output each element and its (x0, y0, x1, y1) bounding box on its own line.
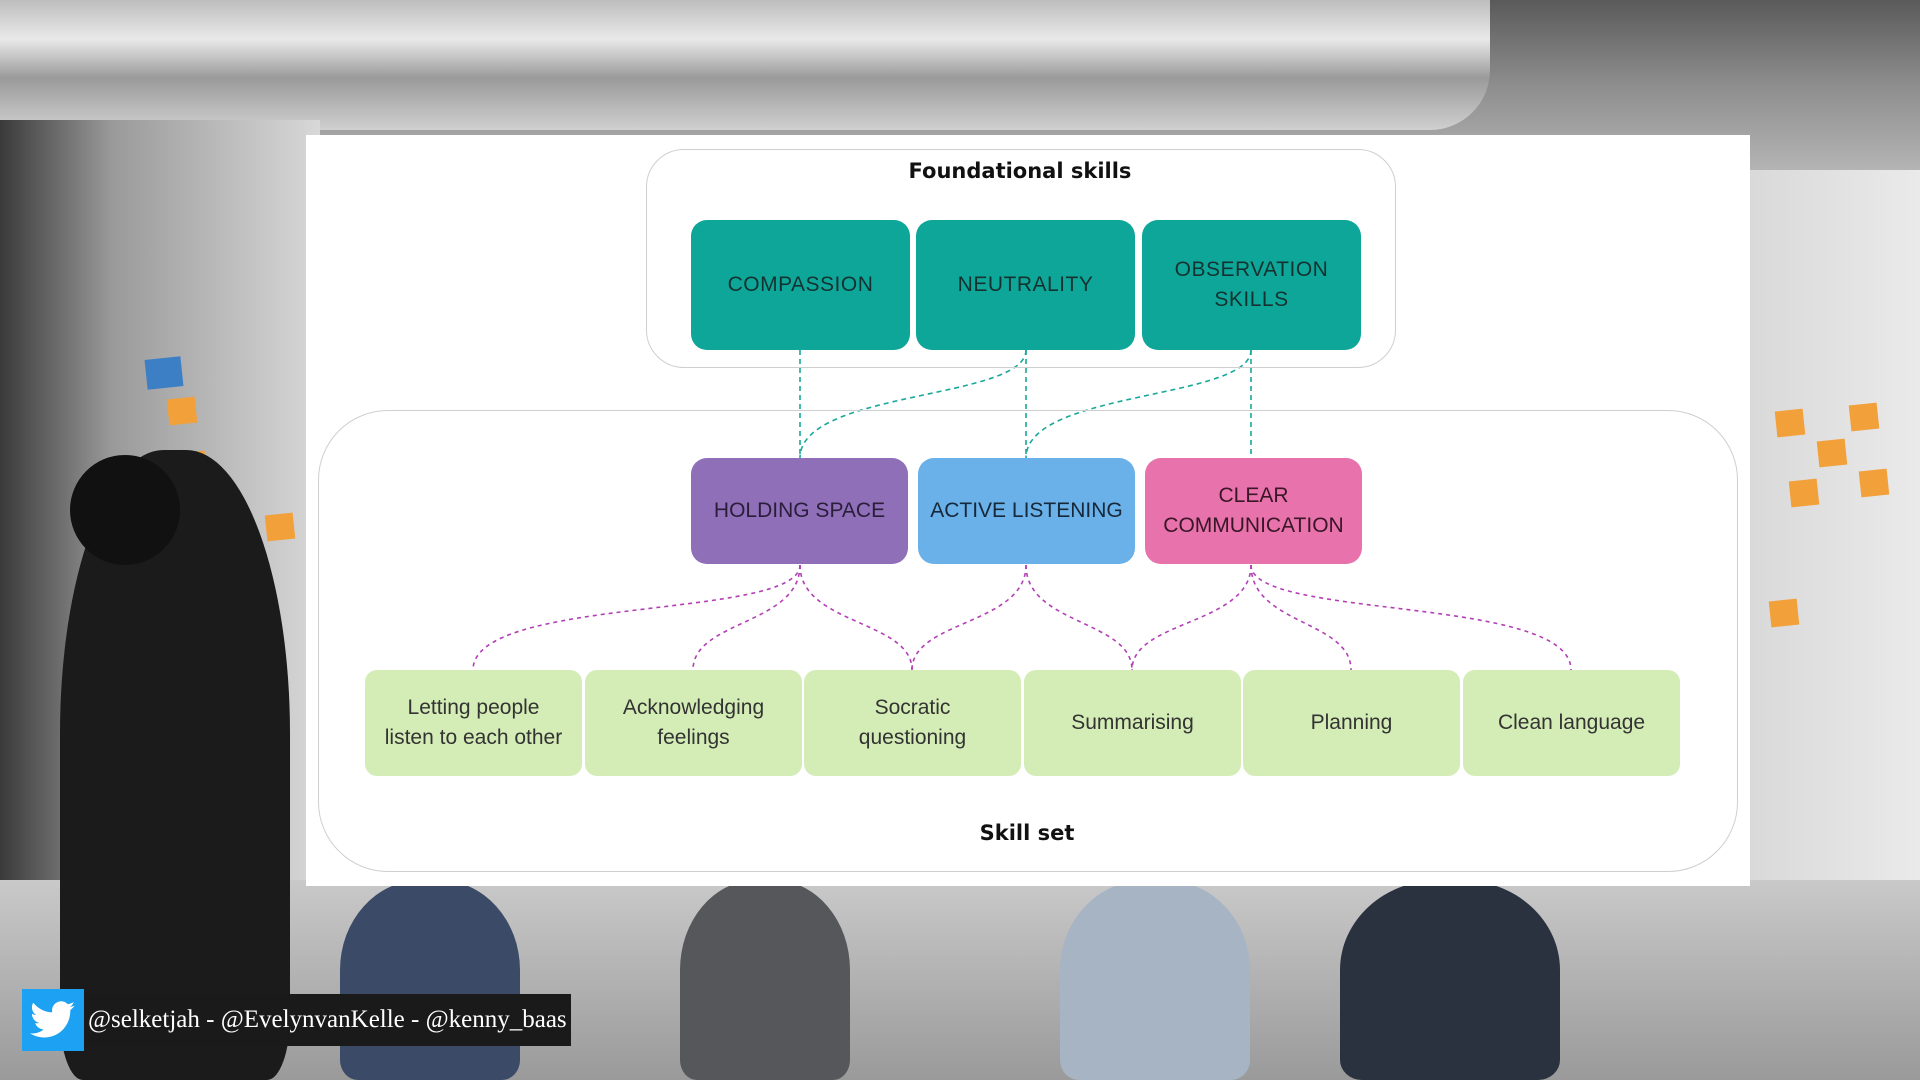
sticky-note (1788, 478, 1820, 508)
connector-communication-clean (1250, 564, 1572, 671)
sticky-note (1774, 408, 1806, 438)
sticky-note (1768, 598, 1800, 628)
skill-label: Clean language (1497, 711, 1646, 734)
twitter-footer: @selketjah - @EvelynvanKelle - @kenny_ba… (0, 989, 571, 1051)
connector-listening-socratic (911, 564, 1027, 671)
sticky-note (1848, 402, 1880, 432)
person-silhouette (1340, 880, 1560, 1080)
neutrality-box: NEUTRALITY (916, 220, 1135, 350)
skill-letting-people-listen: Letting people listen to each other (365, 670, 582, 776)
ceiling-duct (0, 0, 1490, 130)
neutrality-label: NEUTRALITY (957, 273, 1094, 296)
holding-space-box: HOLDING SPACE (691, 458, 908, 564)
twitter-handles: @selketjah - @EvelynvanKelle - @kenny_ba… (84, 994, 571, 1046)
connector-communication-planning (1250, 564, 1352, 671)
diagram-panel: Foundational skills Skill set COMPASSION… (306, 135, 1750, 886)
sticky-note (166, 396, 198, 426)
skill-label: Letting people listen to each other (384, 696, 563, 749)
sticky-note (1816, 438, 1848, 468)
compassion-label: COMPASSION (727, 273, 874, 296)
twitter-icon[interactable] (22, 989, 84, 1051)
foundation-connectors (799, 349, 1252, 459)
sticky-note (264, 512, 296, 542)
compassion-box: COMPASSION (691, 220, 910, 350)
right-wall (1720, 170, 1920, 890)
skill-summarising: Summarising (1024, 670, 1241, 776)
skill-acknowledging-feelings: Acknowledging feelings (585, 670, 802, 776)
connector-holding-acknowledging (692, 564, 801, 671)
clear-communication-box: CLEAR COMMUNICATION (1145, 458, 1362, 564)
skillset-group (318, 410, 1738, 872)
foundational-group (646, 149, 1396, 368)
skill-label: Summarising (1071, 711, 1194, 734)
holding-space-label: HOLDING SPACE (713, 499, 886, 522)
skillset-title: Skill set (979, 821, 1075, 845)
skill-label: Socratic questioning (858, 696, 967, 749)
floor (0, 880, 1920, 1080)
observation-skills-label: OBSERVATION SKILLS (1174, 258, 1329, 311)
person-silhouette (1060, 880, 1250, 1080)
skill-clean-language: Clean language (1463, 670, 1680, 776)
connector-listening-summarising (1025, 564, 1133, 671)
person-head (70, 455, 180, 565)
observation-skills-box: OBSERVATION SKILLS (1142, 220, 1361, 350)
twitter-bird-icon (30, 1001, 76, 1038)
active-listening-box: ACTIVE LISTENING (918, 458, 1135, 564)
person-silhouette (340, 880, 520, 1080)
connector-lines (472, 349, 1572, 671)
clear-communication-label: CLEAR COMMUNICATION (1163, 484, 1344, 537)
sticky-note (1858, 468, 1890, 498)
connector-holding-letting (472, 564, 801, 671)
skill-socratic-questioning: Socratic questioning (804, 670, 1021, 776)
active-listening-label: ACTIVE LISTENING (930, 499, 1123, 522)
sticky-note (144, 356, 184, 390)
skill-label: Planning (1310, 711, 1393, 734)
skill-planning: Planning (1243, 670, 1460, 776)
person-silhouette (680, 880, 850, 1080)
connector-observation-listening (1025, 349, 1252, 459)
foundational-title: Foundational skills (908, 159, 1132, 183)
skill-label: Acknowledging feelings (622, 696, 765, 749)
connector-neutrality-holding (799, 349, 1027, 459)
skill-connectors (472, 564, 1572, 671)
connector-holding-socratic (799, 564, 913, 671)
